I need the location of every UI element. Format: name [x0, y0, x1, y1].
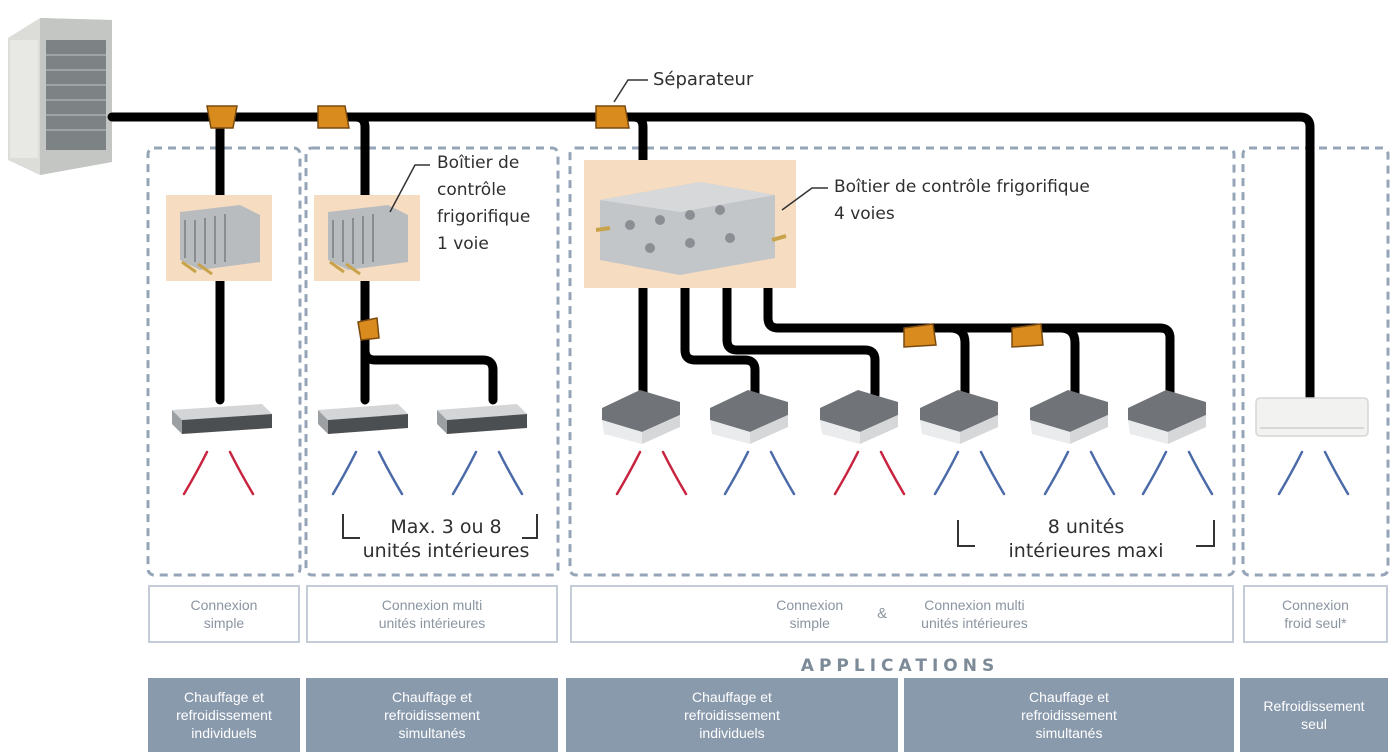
applications-title: APPLICATIONS — [800, 656, 1000, 676]
airflow-cool-5 — [1043, 450, 1116, 496]
connection-cool-only-label: Connexion froid seul* — [1282, 597, 1349, 631]
airflow-heat-2 — [615, 450, 688, 496]
application-simultaneous-1: Chauffage et refroidissement simultanés — [306, 678, 558, 752]
cassette-unit-4 — [920, 390, 998, 444]
outdoor-unit — [8, 18, 112, 175]
connection-combined: Connexion simple & Connexion multi unité… — [570, 585, 1234, 643]
cassette-unit-6 — [1128, 390, 1206, 444]
application-individual-2: Chauffage et refroidissement individuels — [566, 678, 898, 752]
connection-simple-label: Connexion simple — [190, 597, 258, 631]
airflow-cool-4 — [933, 450, 1006, 496]
max-units-label: Max. 3 ou 8 unités intérieures — [362, 516, 530, 562]
airflows — [182, 450, 1350, 496]
box-1way-b — [314, 195, 420, 281]
connection-combined-multi-label: Connexion multi unités intérieures — [921, 597, 1028, 631]
application-cooling-only: Refroidissement seul — [1240, 678, 1388, 752]
connection-cool-only: Connexion froid seul* — [1243, 585, 1388, 643]
brackets — [342, 514, 1215, 547]
cassette-unit-2 — [710, 390, 788, 444]
ducted-unit-1 — [172, 404, 272, 434]
connection-simple: Connexion simple — [148, 585, 300, 643]
zone-multi — [304, 146, 560, 577]
airflow-heat-3 — [833, 450, 906, 496]
wall-unit — [1255, 397, 1369, 437]
connection-multi: Connexion multi unités intérieures — [306, 585, 558, 643]
cassette-unit-3 — [820, 390, 898, 444]
cassette-units — [602, 390, 1206, 444]
application-simultaneous-2: Chauffage et refroidissement simultanés — [904, 678, 1234, 752]
zone-cool-only — [1241, 146, 1390, 577]
units-8-label: 8 unités intérieures maxi — [1008, 516, 1164, 562]
separator-6 — [1011, 323, 1044, 348]
application-individual-1: Chauffage et refroidissement individuels — [148, 678, 300, 752]
ducted-unit-3 — [437, 404, 527, 434]
connection-multi-label: Connexion multi unités intérieures — [378, 597, 486, 631]
airflow-cool-1 — [331, 450, 404, 496]
cassette-unit-5 — [1030, 390, 1108, 444]
ducted-unit-2 — [318, 404, 408, 434]
separator-5 — [903, 323, 937, 348]
airflow-cool-2 — [451, 450, 524, 496]
box-4way — [584, 160, 796, 288]
separator-2 — [317, 105, 350, 129]
zone-4way — [568, 146, 1236, 577]
connection-combined-simple-label: Connexion simple — [776, 597, 844, 631]
pipes — [107, 112, 1315, 410]
connection-ampersand: & — [877, 605, 888, 622]
box-1way-label: Boîtier de contrôle frigorifique 1 voie — [437, 153, 531, 254]
airflow-cool-7 — [1277, 450, 1350, 496]
separator-4 — [357, 317, 380, 341]
separator-1 — [206, 105, 238, 129]
separator-3 — [595, 105, 630, 129]
leader-lines — [389, 79, 828, 213]
separator-label: Séparateur — [653, 69, 754, 90]
box-4way-label: Boîtier de contrôle frigorifique 4 voies — [834, 177, 1090, 224]
separators — [206, 105, 1044, 348]
airflow-cool-6 — [1141, 450, 1214, 496]
airflow-heat-1 — [182, 450, 255, 496]
airflow-cool-3 — [723, 450, 796, 496]
box-1way-a — [166, 195, 272, 281]
cassette-unit-1 — [602, 390, 680, 444]
